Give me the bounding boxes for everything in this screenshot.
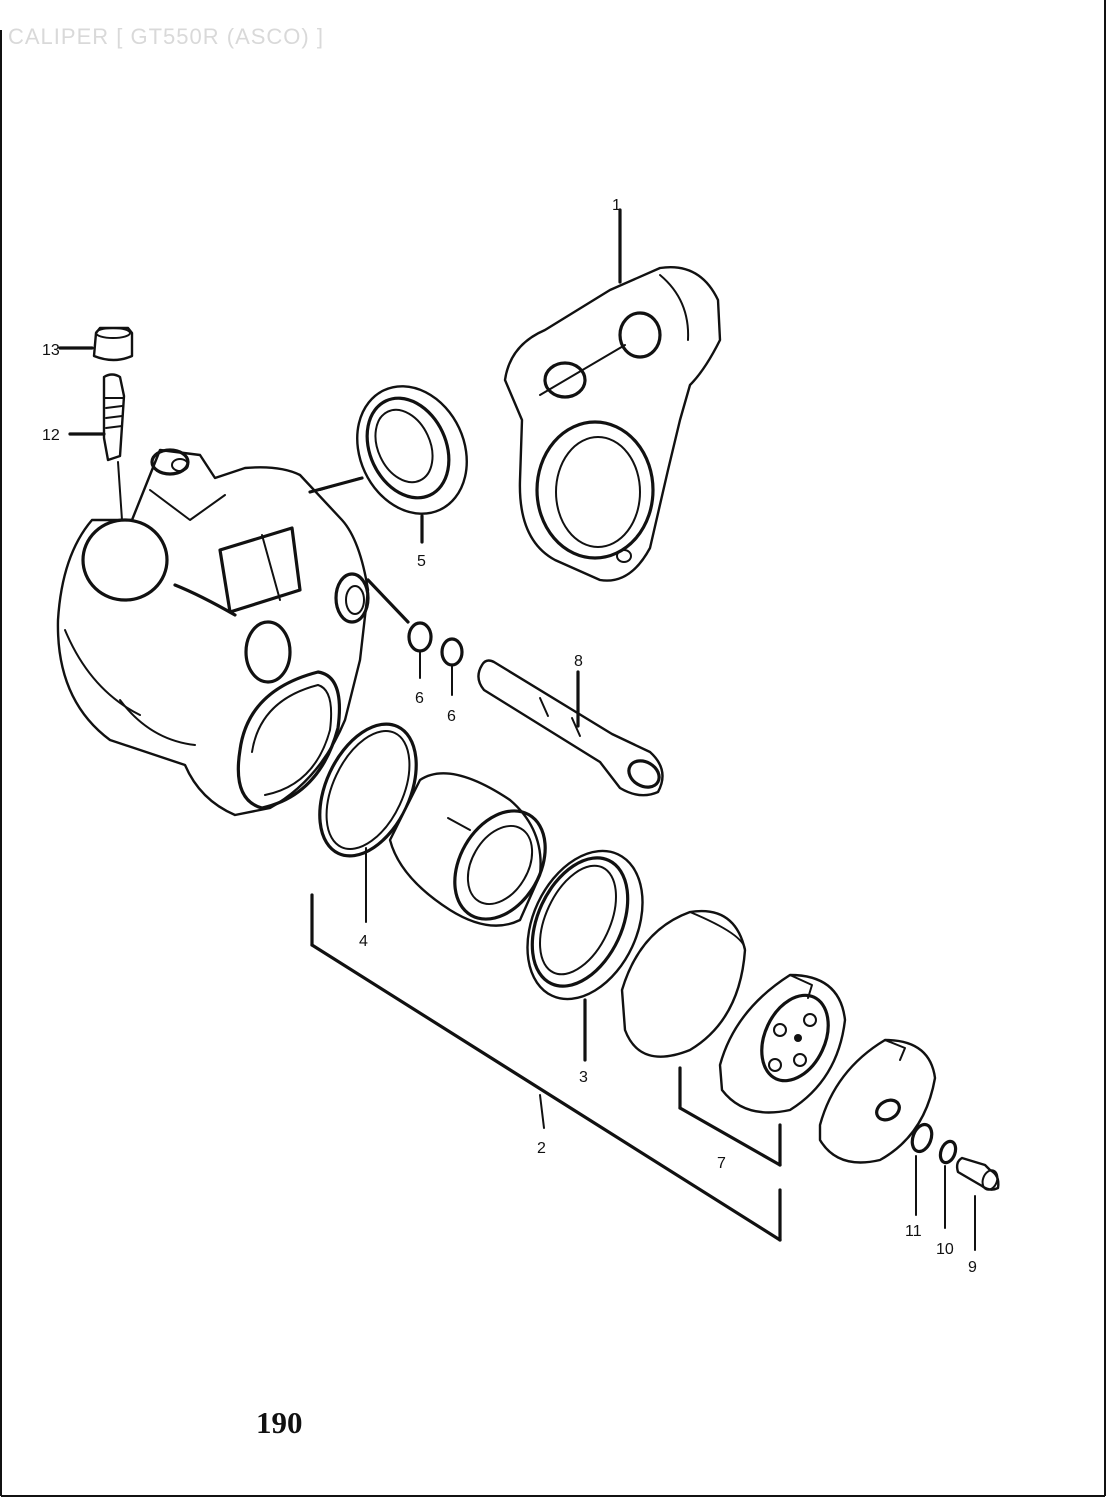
assembly-bracket-2 bbox=[310, 893, 782, 1242]
callout-10: 10 bbox=[936, 1241, 954, 1258]
callout-7: 7 bbox=[717, 1155, 726, 1172]
callout-1: 1 bbox=[612, 197, 621, 214]
callout-4: 4 bbox=[359, 933, 368, 950]
callout-9: 9 bbox=[968, 1259, 977, 1276]
diagram-title: CALIPER [ GT550R (ASCO) ] bbox=[8, 24, 324, 49]
callout-12: 12 bbox=[42, 427, 60, 444]
callout-2: 2 bbox=[537, 1140, 546, 1157]
washer-part bbox=[910, 1122, 934, 1216]
callout-6a: 6 bbox=[415, 690, 424, 707]
callout-11: 11 bbox=[905, 1223, 922, 1240]
o-ring-part-a bbox=[407, 621, 433, 679]
page-number: 190 bbox=[256, 1405, 303, 1440]
caliper-body-part bbox=[56, 448, 410, 817]
bleeder-screw-part bbox=[68, 373, 126, 521]
callout-8: 8 bbox=[574, 653, 583, 670]
callout-5: 5 bbox=[417, 553, 426, 570]
dust-seal-part bbox=[526, 849, 644, 1062]
piston-seal-part bbox=[318, 722, 418, 923]
caliper-bracket-part bbox=[503, 208, 722, 582]
brake-pad-part bbox=[620, 909, 937, 1167]
piston-part bbox=[388, 772, 547, 927]
lock-washer-part bbox=[938, 1139, 958, 1229]
callout-3: 3 bbox=[579, 1069, 588, 1086]
caliper-pin-part bbox=[477, 659, 664, 797]
callout-6b: 6 bbox=[447, 708, 456, 725]
callout-13: 13 bbox=[42, 342, 60, 359]
boot-seal-part bbox=[308, 385, 468, 544]
bolt-part bbox=[955, 1156, 1000, 1251]
o-ring-part-b bbox=[440, 637, 464, 696]
bleeder-cap-part bbox=[58, 326, 134, 362]
